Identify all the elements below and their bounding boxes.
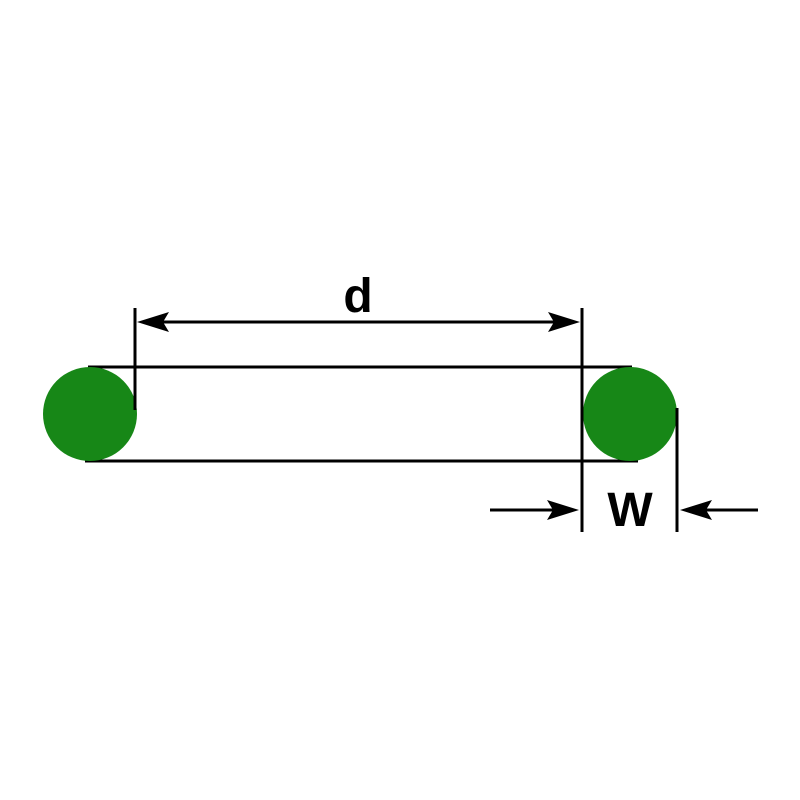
dimension-label-d: d bbox=[343, 270, 372, 323]
dimension-d-arrowhead-right-icon bbox=[548, 312, 580, 332]
dimension-d-arrowhead-left-icon bbox=[137, 312, 169, 332]
dimension-w-arrowhead-left-icon bbox=[547, 500, 579, 520]
dimension-label-w: W bbox=[607, 484, 653, 537]
oring-cross-section-left bbox=[43, 367, 137, 461]
oring-cross-section-right bbox=[583, 367, 677, 461]
dimension-w-arrowhead-right-icon bbox=[680, 500, 712, 520]
